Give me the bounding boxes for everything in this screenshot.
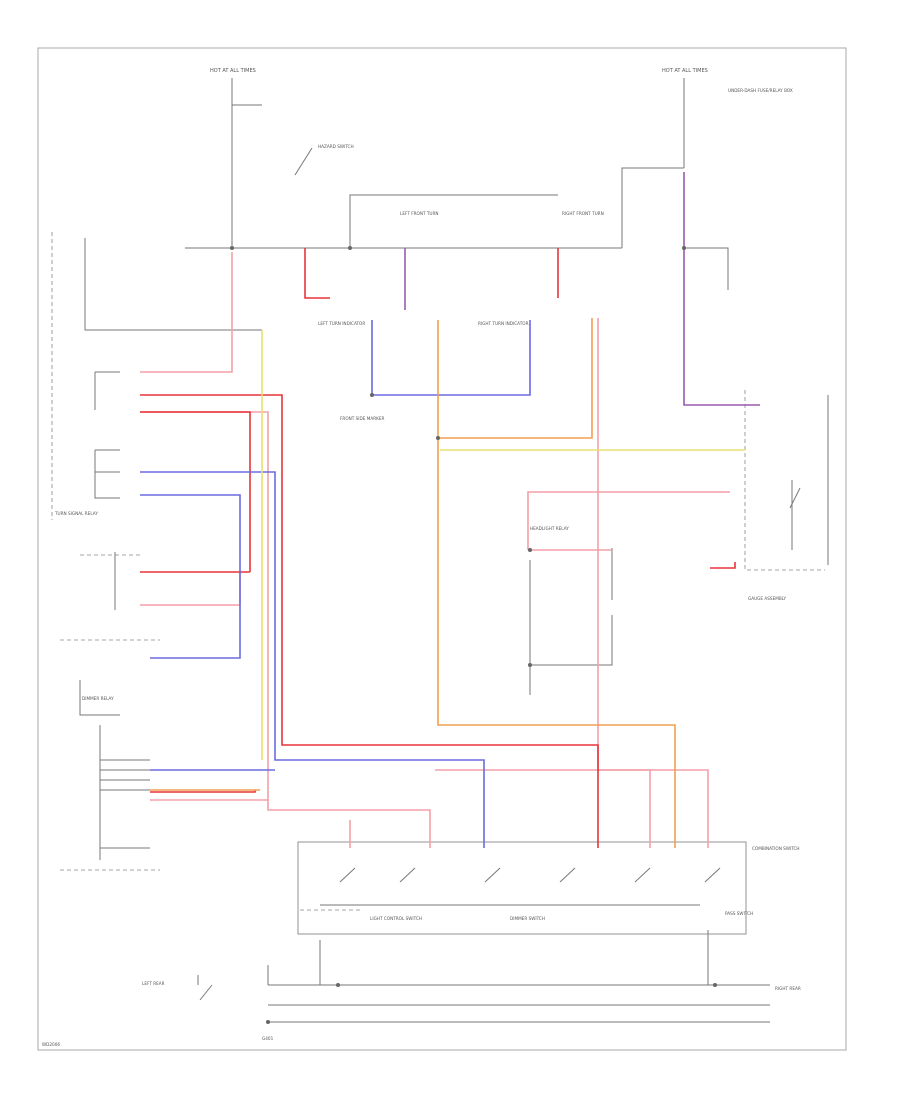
left-front-turn-label: LEFT FRONT TURN [400,211,439,216]
right-turn-indicator-label: RIGHT TURN INDICATOR [478,321,529,326]
headlight-relay-label: HEADLIGHT RELAY [530,526,569,531]
footnote-label: WD2006 [42,1042,60,1047]
switch-contacts [199,147,801,1001]
diagram-frame [37,47,847,1051]
dimmer-switch-label: DIMMER SWITCH [510,916,545,921]
under-dash-box-label: UNDER-DASH FUSE/RELAY BOX [728,88,793,93]
combination-switch-label: COMBINATION SWITCH [752,846,800,851]
gauge-assembly-label: GAUGE ASSEMBLY [748,596,786,601]
top-left-fuse-label: HOT AT ALL TIMES [210,68,256,74]
right-rear-label: RIGHT REAR [775,986,801,991]
ground-and-frame-wires [79,78,829,1023]
top-right-fuse-label: HOT AT ALL TIMES [662,68,708,74]
left-rear-label: LEFT REAR [142,981,165,986]
splice-points [230,246,717,1024]
dimmer-relay-label: DIMMER RELAY [82,696,114,701]
light-control-switch-label: LIGHT CONTROL SWITCH [370,916,422,921]
left-turn-indicator-label: LEFT TURN INDICATOR [318,321,365,326]
combination-switch-box [297,841,747,935]
ground-label: G401 [262,1036,274,1041]
turn-signal-relay-label: TURN SIGNAL RELAY [54,511,98,516]
colored-wires [140,172,760,848]
hazard-switch-label: HAZARD SWITCH [318,144,354,149]
front-side-marker-label: FRONT SIDE MARKER [340,416,385,421]
pass-switch-label: PASS SWITCH [725,911,753,916]
right-front-turn-label: RIGHT FRONT TURN [562,211,604,216]
